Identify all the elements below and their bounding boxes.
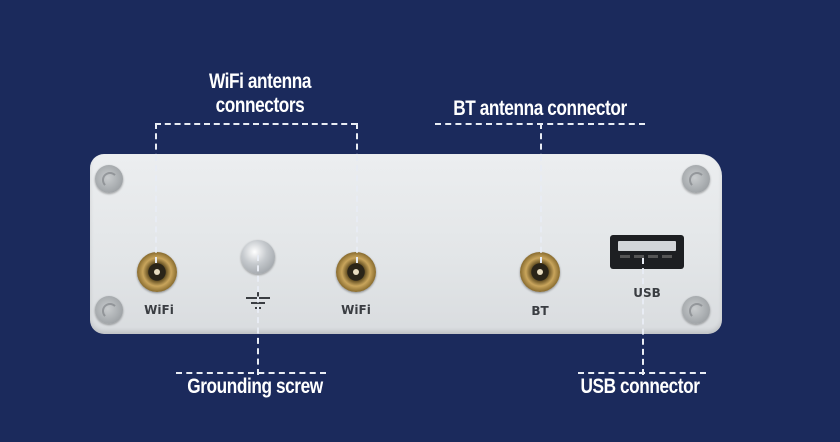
wifi-connector-1 xyxy=(137,252,177,292)
usb-leader xyxy=(642,258,644,375)
panel-screw-bottom-right xyxy=(682,296,710,324)
wifi-bracket-line xyxy=(155,123,357,125)
panel-screw-top-left xyxy=(95,165,123,193)
bt-antenna-callout: BT antenna connector xyxy=(453,97,627,120)
panel-screw-bottom-left xyxy=(95,296,123,324)
bt-leader-overlay xyxy=(540,155,542,263)
usb-port xyxy=(610,235,684,269)
wifi-antenna-callout-line1: WiFi antenna xyxy=(208,70,312,93)
wifi-port-label-1: WiFi xyxy=(144,303,174,317)
wifi-leader-left-overlay xyxy=(155,155,157,263)
usb-port-label: USB xyxy=(633,286,661,300)
usb-bracket-line xyxy=(578,372,706,374)
usb-port-tongue xyxy=(618,241,676,251)
panel-screw-top-right xyxy=(682,165,710,193)
grounding-bracket-line xyxy=(176,372,326,374)
wifi-port-label-2: WiFi xyxy=(341,303,371,317)
bt-port-label: BT xyxy=(531,304,549,318)
wifi-antenna-callout-line2: connectors xyxy=(215,94,305,117)
grounding-screw-callout: Grounding screw xyxy=(187,375,323,398)
grounding-leader xyxy=(257,255,259,375)
usb-connector-callout: USB connector xyxy=(580,375,700,398)
wifi-leader-right-overlay xyxy=(356,155,358,263)
usb-port-pins xyxy=(620,255,674,258)
